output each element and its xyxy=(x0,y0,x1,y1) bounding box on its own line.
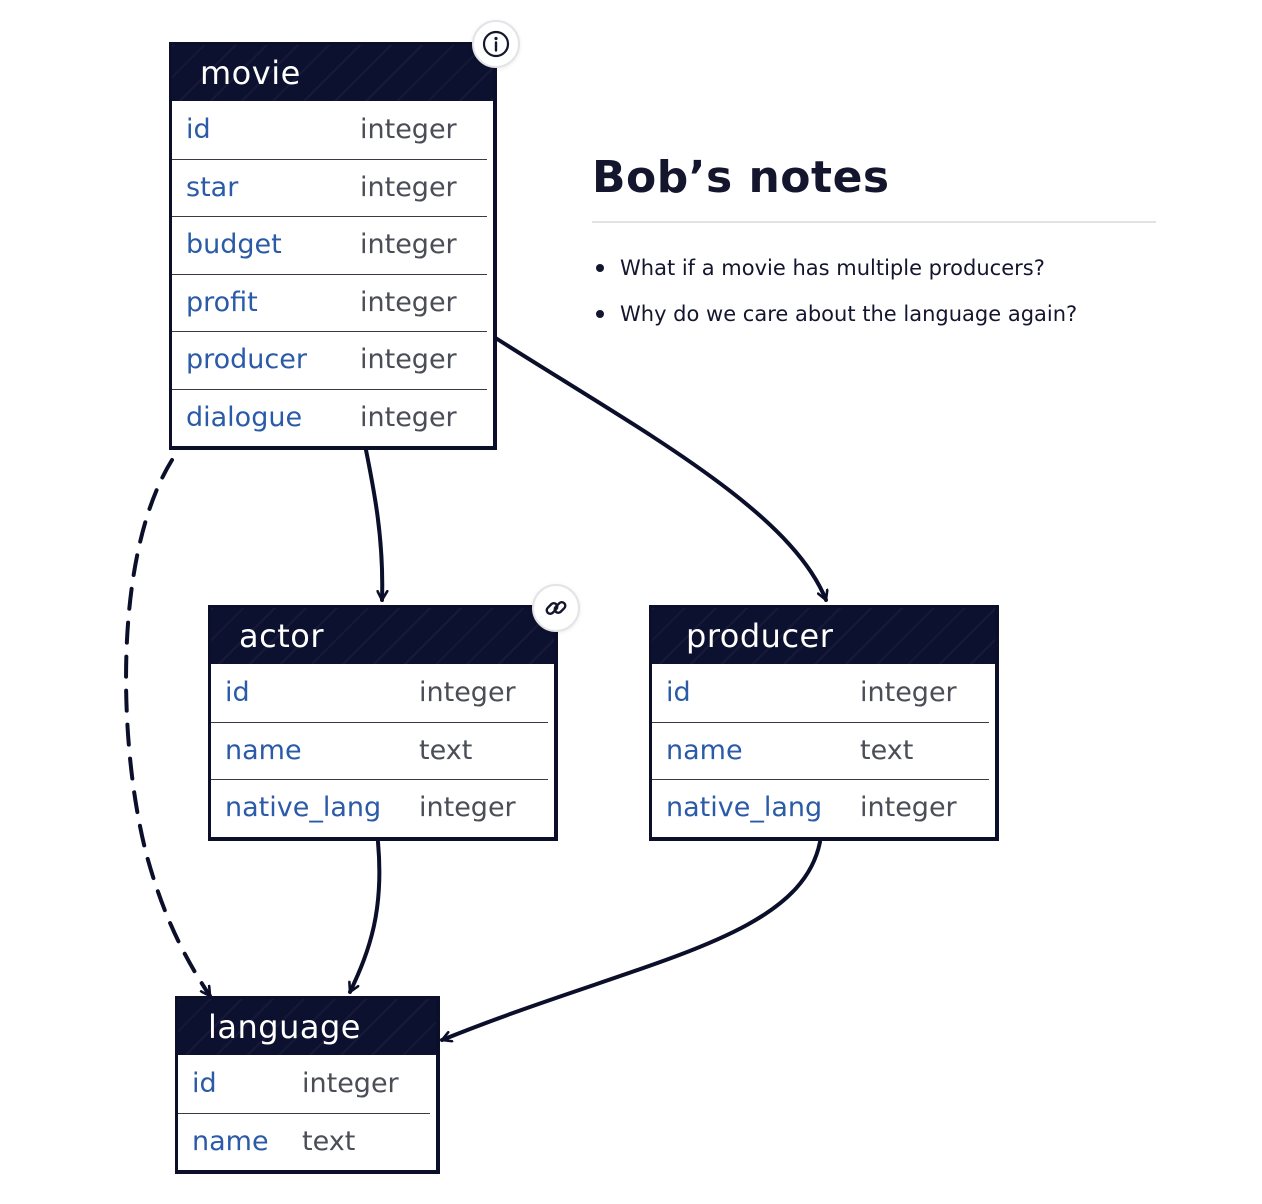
column-name: producer xyxy=(186,344,307,376)
column-type: integer xyxy=(302,1068,399,1100)
column-name: budget xyxy=(186,229,282,261)
link-button[interactable] xyxy=(532,584,580,632)
column-type: text xyxy=(419,734,473,766)
table-row[interactable]: native_lang integer xyxy=(652,779,995,837)
table-row[interactable]: star integer xyxy=(172,158,493,217)
table-row[interactable]: name text xyxy=(211,721,554,780)
column-type: text xyxy=(860,734,914,766)
table-title: language xyxy=(208,1008,361,1046)
table-title: actor xyxy=(239,617,324,655)
list-item: What if a movie has multiple producers? xyxy=(596,245,1156,291)
column-name: dialogue xyxy=(186,401,303,433)
table-row[interactable]: dialogue integer xyxy=(172,388,493,447)
table-movie[interactable]: movie id integer star integer budget int… xyxy=(169,42,497,450)
column-name: native_lang xyxy=(225,792,382,824)
column-name: name xyxy=(192,1125,269,1157)
column-name: id xyxy=(666,677,691,709)
edge-movie-producer[interactable] xyxy=(492,335,826,602)
column-type: integer xyxy=(860,677,957,709)
column-name: id xyxy=(186,114,211,146)
table-title: producer xyxy=(686,617,834,655)
notes-title: Bob’s notes xyxy=(592,152,890,203)
column-type: integer xyxy=(360,344,457,376)
column-type: integer xyxy=(419,677,516,709)
table-row[interactable]: native_lang integer xyxy=(211,779,554,837)
column-type: integer xyxy=(860,792,957,824)
edge-movie-actor[interactable] xyxy=(364,448,382,602)
column-name: id xyxy=(192,1068,217,1100)
column-name: profit xyxy=(186,286,258,318)
table-row[interactable]: producer integer xyxy=(172,331,493,389)
table-row[interactable]: name text xyxy=(178,1112,436,1171)
column-type: integer xyxy=(360,229,457,261)
notes-divider xyxy=(592,221,1156,223)
column-type: integer xyxy=(360,171,457,203)
column-name: id xyxy=(225,677,250,709)
edge-actor-language[interactable] xyxy=(348,840,382,994)
table-header: movie xyxy=(172,45,493,101)
table-header: language xyxy=(178,999,436,1055)
table-language[interactable]: language id integer name text xyxy=(175,996,440,1174)
table-row[interactable]: id integer xyxy=(211,664,554,722)
column-type: integer xyxy=(360,401,457,433)
table-row[interactable]: profit integer xyxy=(172,273,493,332)
column-type: integer xyxy=(360,286,457,318)
table-header: actor xyxy=(211,608,554,664)
column-name: name xyxy=(666,734,743,766)
column-name: star xyxy=(186,171,239,203)
table-producer[interactable]: producer id integer name text native_lan… xyxy=(649,605,999,841)
table-row[interactable]: name text xyxy=(652,721,995,780)
column-name: name xyxy=(225,734,302,766)
column-type: integer xyxy=(360,114,457,146)
table-row[interactable]: budget integer xyxy=(172,216,493,274)
edge-producer-language[interactable] xyxy=(440,840,822,1040)
table-actor[interactable]: actor id integer name text native_lang i… xyxy=(208,605,558,841)
table-header: producer xyxy=(652,608,995,664)
link-icon xyxy=(545,601,567,615)
column-type: text xyxy=(302,1125,356,1157)
notes-list: What if a movie has multiple producers? … xyxy=(592,245,1156,337)
table-title: movie xyxy=(200,54,301,92)
edge-movie-language[interactable] xyxy=(124,458,212,998)
table-row[interactable]: id integer xyxy=(172,101,493,159)
column-type: integer xyxy=(419,792,516,824)
table-row[interactable]: id integer xyxy=(178,1055,436,1113)
list-item: Why do we care about the language again? xyxy=(596,291,1156,337)
table-row[interactable]: id integer xyxy=(652,664,995,722)
notes-panel: Bob’s notes What if a movie has multiple… xyxy=(592,148,1156,337)
info-button[interactable] xyxy=(472,20,520,68)
info-icon xyxy=(482,30,510,58)
column-name: native_lang xyxy=(666,792,823,824)
